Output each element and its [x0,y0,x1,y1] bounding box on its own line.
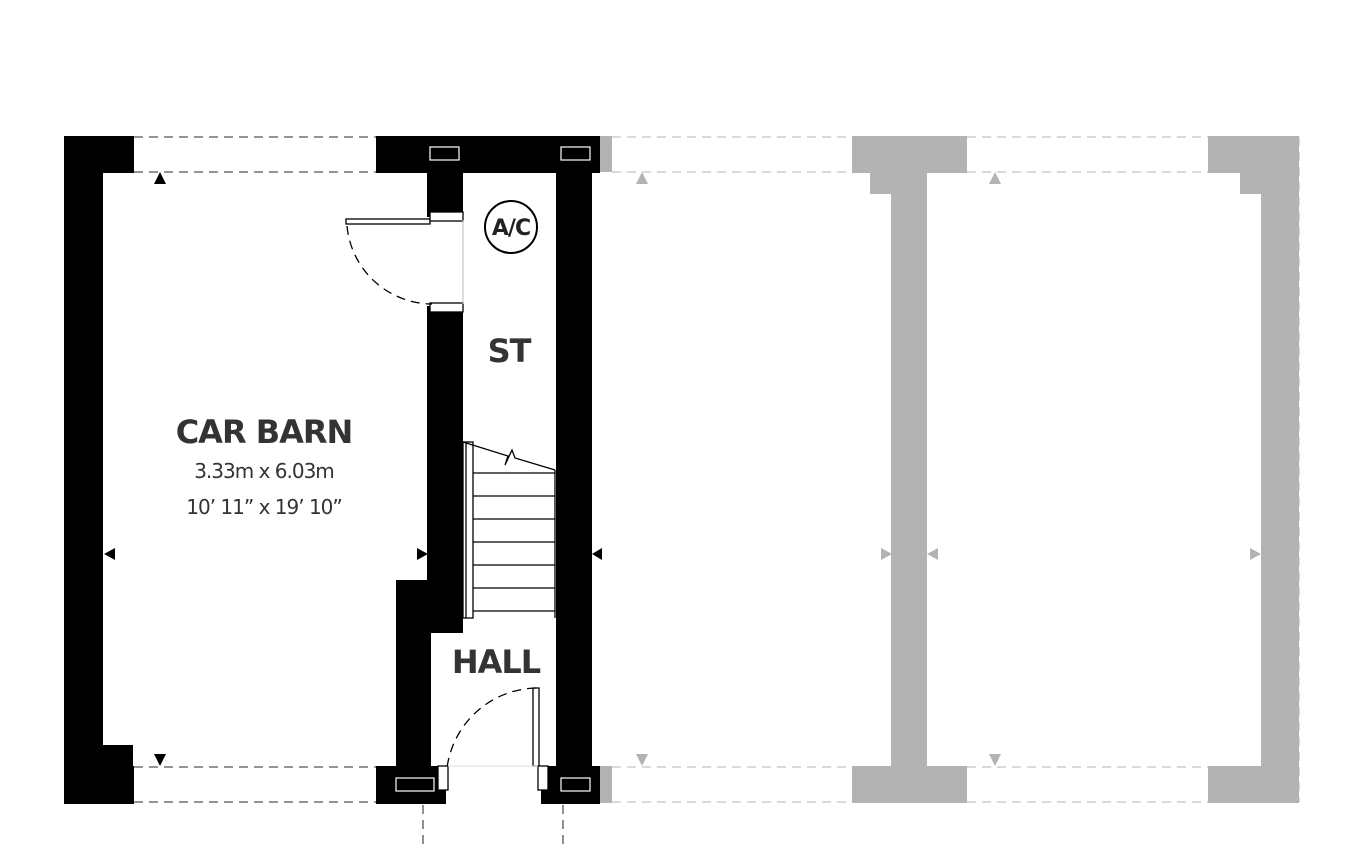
dashed-outline-ghost [612,136,1300,803]
hall-label: HALL [452,643,541,681]
car-barn-metric: 3.33m x 6.03m [194,459,334,483]
dimension-arrows-ghost [636,172,1261,766]
ac-label: A/C [492,216,530,241]
wall-vents [395,146,591,792]
store-door [345,211,464,313]
car-barn-imperial: 10’ 11” x 19’ 10” [186,495,342,519]
dimension-arrows-main [104,172,602,766]
ac-unit-icon: A/C [484,200,538,254]
hall-door [437,687,549,791]
store-label: ST [488,332,532,370]
main-walls [64,136,600,804]
ghost-walls [600,136,1299,803]
dashed-outline-main [134,136,564,847]
staircase [462,441,556,619]
car-barn-title: CAR BARN [176,413,353,451]
